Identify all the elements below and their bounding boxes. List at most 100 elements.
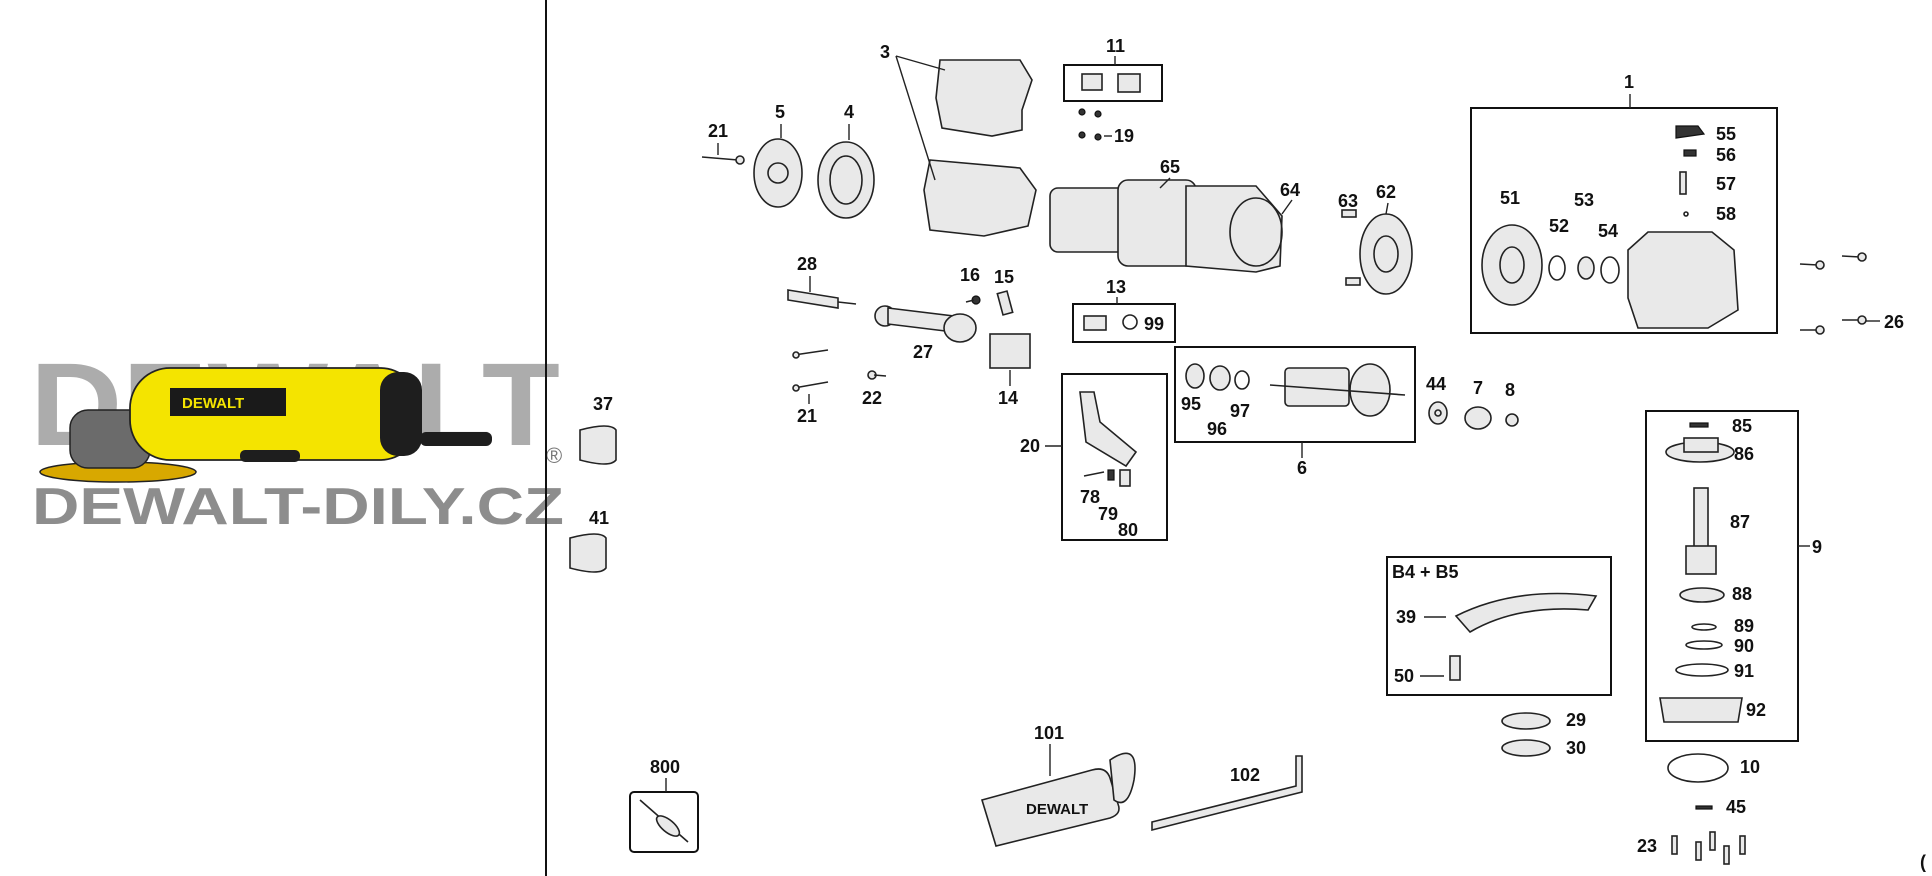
part-15-clip: 15 bbox=[994, 267, 1014, 316]
part-number-label: 8 bbox=[1505, 380, 1515, 400]
watermark-url: DEWALT-DILY.CZ bbox=[32, 478, 564, 536]
part-number-label: 6 bbox=[1297, 458, 1307, 478]
part-27-switch-rod: 27 bbox=[874, 305, 977, 362]
part-number-label: 44 bbox=[1426, 374, 1446, 394]
part-number-label: 53 bbox=[1574, 190, 1594, 210]
part-number-label: 27 bbox=[913, 342, 933, 362]
part-102-hex-key: 102 bbox=[1151, 755, 1303, 832]
part-number-label: 95 bbox=[1181, 394, 1201, 414]
part-number-label: 79 bbox=[1098, 504, 1118, 524]
part-20-lock-lever: 20 78 79 80 bbox=[1020, 373, 1168, 541]
part-8-nut: 8 bbox=[1505, 380, 1519, 427]
part-7-bearing: 7 bbox=[1464, 378, 1492, 430]
part-number-label: 54 bbox=[1598, 221, 1618, 241]
part-number-label: 78 bbox=[1080, 487, 1100, 507]
part-number-label: 5 bbox=[775, 102, 785, 122]
part-number-label: 21 bbox=[708, 121, 728, 141]
part-number-label: 91 bbox=[1734, 661, 1754, 681]
part-4-bearing-housing: 4 bbox=[817, 102, 875, 219]
part-64-stator: 64 bbox=[1185, 180, 1300, 273]
part-6-armature: 95 96 97 6 bbox=[1174, 346, 1416, 478]
part-number-label: 55 bbox=[1716, 124, 1736, 144]
part-37-sleeve: 37 bbox=[579, 394, 617, 465]
part-101-side-handle: DEWALT 101 bbox=[980, 723, 1136, 847]
part-number-label: 20 bbox=[1020, 436, 1040, 456]
part-5-end-cap: 5 bbox=[753, 102, 803, 208]
part-number-label: 1 bbox=[1624, 72, 1634, 92]
part-14-switch: 14 bbox=[989, 333, 1031, 408]
part-number-label: 52 bbox=[1549, 216, 1569, 236]
part-number-label: 99 bbox=[1144, 314, 1164, 334]
part-number-label: 7 bbox=[1473, 378, 1483, 398]
part-65-field-frame: 65 bbox=[1049, 157, 1197, 267]
grinder-switch bbox=[240, 450, 300, 462]
part-number-label: 3 bbox=[880, 42, 890, 62]
part-number-label: 10 bbox=[1740, 757, 1760, 777]
part-number-label: 16 bbox=[960, 265, 980, 285]
part-number-label: 11 bbox=[1106, 36, 1125, 56]
part-26-screws: 26 bbox=[1799, 252, 1904, 335]
part-number-label: 86 bbox=[1734, 444, 1754, 464]
part-21-screws-bottom: 21 bbox=[792, 349, 829, 426]
part-number-label: 13 bbox=[1106, 277, 1126, 297]
part-number-label: 102 bbox=[1230, 765, 1260, 785]
part-number-label: 92 bbox=[1746, 700, 1766, 720]
part-number-label: 51 bbox=[1500, 188, 1520, 208]
part-number-label: 15 bbox=[994, 267, 1014, 287]
part-number-label: 58 bbox=[1716, 204, 1736, 224]
part-number-label: 63 bbox=[1338, 191, 1358, 211]
grinder-brand-text: DEWALT bbox=[182, 395, 244, 412]
cropped-edge-mark: ( bbox=[1920, 852, 1926, 872]
part-11-carbon-brushes: 11 bbox=[1063, 36, 1163, 102]
part-number-label: 88 bbox=[1732, 584, 1752, 604]
product-photo-panel: DEWALT ® DEWALT DEWALT-DILY.CZ bbox=[30, 339, 564, 536]
grinder-end-cap bbox=[380, 372, 422, 456]
part-number-label: 85 bbox=[1732, 416, 1752, 436]
part-number-label: 87 bbox=[1730, 512, 1750, 532]
part-30-flange: 30 bbox=[1501, 738, 1586, 758]
side-handle-brand: DEWALT bbox=[1026, 801, 1088, 818]
part-1-gear-case: 1 51 52 53 54 55 56 57 58 bbox=[1470, 72, 1778, 334]
part-29-flange: 29 bbox=[1501, 710, 1586, 730]
part-number-label: 96 bbox=[1207, 419, 1227, 439]
part-45-key: 45 bbox=[1695, 797, 1746, 817]
part-number-label: 90 bbox=[1734, 636, 1754, 656]
part-28-cable-sleeve: 28 bbox=[787, 254, 857, 309]
part-63-pins: 63 bbox=[1338, 191, 1361, 286]
part-number-label: 57 bbox=[1716, 174, 1736, 194]
part-number-label: 9 bbox=[1812, 537, 1822, 557]
part-number-label: 28 bbox=[797, 254, 817, 274]
part-22-screw: 22 bbox=[862, 370, 887, 408]
part-number-label: 80 bbox=[1118, 520, 1138, 540]
part-9-spindle-assembly: 9 85 86 87 88 89 90 91 92 bbox=[1645, 410, 1822, 742]
part-number-label: 23 bbox=[1637, 836, 1657, 856]
guard-kit-title: B4 + B5 bbox=[1392, 562, 1459, 582]
part-41-sleeve: 41 bbox=[569, 508, 609, 573]
part-number-label: 14 bbox=[998, 388, 1018, 408]
grinder-cable bbox=[420, 432, 492, 446]
part-number-label: 62 bbox=[1376, 182, 1396, 202]
part-number-label: 97 bbox=[1230, 401, 1250, 421]
part-44-washer: 44 bbox=[1426, 374, 1448, 425]
part-3-motor-housing: 3 bbox=[880, 42, 1037, 237]
part-number-label: 800 bbox=[650, 757, 680, 777]
part-number-label: 29 bbox=[1566, 710, 1586, 730]
part-16-screw: 16 bbox=[960, 265, 981, 305]
part-number-label: 37 bbox=[593, 394, 613, 414]
part-23-screws: 23 bbox=[1637, 831, 1746, 865]
watermark-registered-mark: ® bbox=[546, 443, 562, 468]
part-number-label: 19 bbox=[1114, 126, 1134, 146]
part-62-baffle: 62 bbox=[1359, 182, 1413, 295]
part-number-label: 21 bbox=[797, 406, 817, 426]
part-number-label: 65 bbox=[1160, 157, 1180, 177]
part-number-label: 56 bbox=[1716, 145, 1736, 165]
part-number-label: 39 bbox=[1396, 607, 1416, 627]
part-number-label: 4 bbox=[844, 102, 854, 122]
part-number-label: 41 bbox=[589, 508, 609, 528]
part-number-label: 26 bbox=[1884, 312, 1904, 332]
part-800-service-kit: 800 bbox=[629, 757, 699, 853]
part-number-label: 22 bbox=[862, 388, 882, 408]
part-21-screw-top: 21 bbox=[701, 121, 745, 165]
part-number-label: 50 bbox=[1394, 666, 1414, 686]
